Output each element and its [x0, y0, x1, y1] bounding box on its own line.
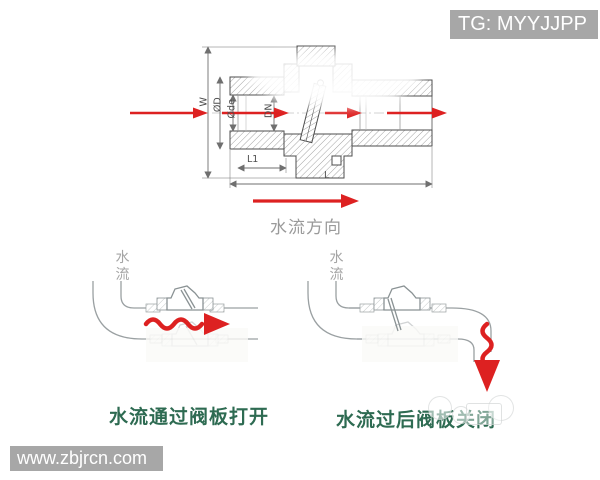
dimension-label-od: ØD: [212, 97, 224, 113]
water-flow-label-left: 水流: [115, 250, 130, 283]
pipe-elbow-inner: [335, 281, 366, 309]
flow-direction-arrow-icon: [253, 194, 359, 208]
watermark-banner-top-right: TG: MYYJJPP: [450, 10, 598, 39]
caption-valve-open: 水流通过阀板打开: [109, 406, 270, 428]
valve-right-wall-bottom: [351, 129, 433, 147]
dimension-label-ode: Øde: [226, 99, 238, 119]
watermark-banner-bottom-left: www.zbjrcn.com: [10, 446, 163, 471]
watermark-wash: [146, 328, 248, 362]
pipe-top-wall-down-bend: [349, 307, 492, 352]
water-flow-label-right: 水流: [329, 250, 344, 283]
flow-arrow-inlet-icon: [130, 107, 208, 119]
wavy-arrow-right-icon: [143, 313, 230, 335]
flow-arrow-right-chamber-icon: [325, 107, 362, 119]
dimension-label-dn: DN: [263, 103, 275, 118]
valve-glyph-closed: [373, 285, 431, 332]
dimension-lines: [202, 46, 433, 188]
pipe-elbow-outer: [307, 281, 366, 340]
subdiagram-closed: [307, 281, 500, 392]
valve-left-wall-bottom: [229, 130, 285, 150]
flow-direction-label: 水流方向: [270, 218, 342, 238]
flow-arrow-left-chamber-icon: [222, 107, 289, 119]
watermark-box: [466, 403, 502, 425]
dimension-label-l: L: [324, 170, 330, 181]
watermark-wash: [362, 326, 458, 362]
dimension-label-w: W: [198, 97, 210, 107]
valve-glyph-open: [156, 285, 214, 311]
flow-arrows: [130, 107, 447, 208]
valve-drain-plug: [331, 155, 342, 166]
flow-arrow-outlet-icon: [387, 107, 447, 119]
subdiagram-open: [92, 281, 258, 362]
dimension-label-l1: L1: [247, 154, 259, 165]
valve-chamber-bottom: [283, 133, 353, 179]
watermark-circle: [428, 396, 452, 420]
watermark-blur-cloud: [268, 82, 403, 108]
watermark-circle: [452, 406, 470, 424]
pipe-elbow-inner: [120, 281, 152, 309]
wavy-arrow-down-icon: [474, 321, 500, 392]
pipe-elbow-outer: [92, 281, 152, 340]
pipe-bottom-wall-down-bend: [357, 338, 475, 362]
